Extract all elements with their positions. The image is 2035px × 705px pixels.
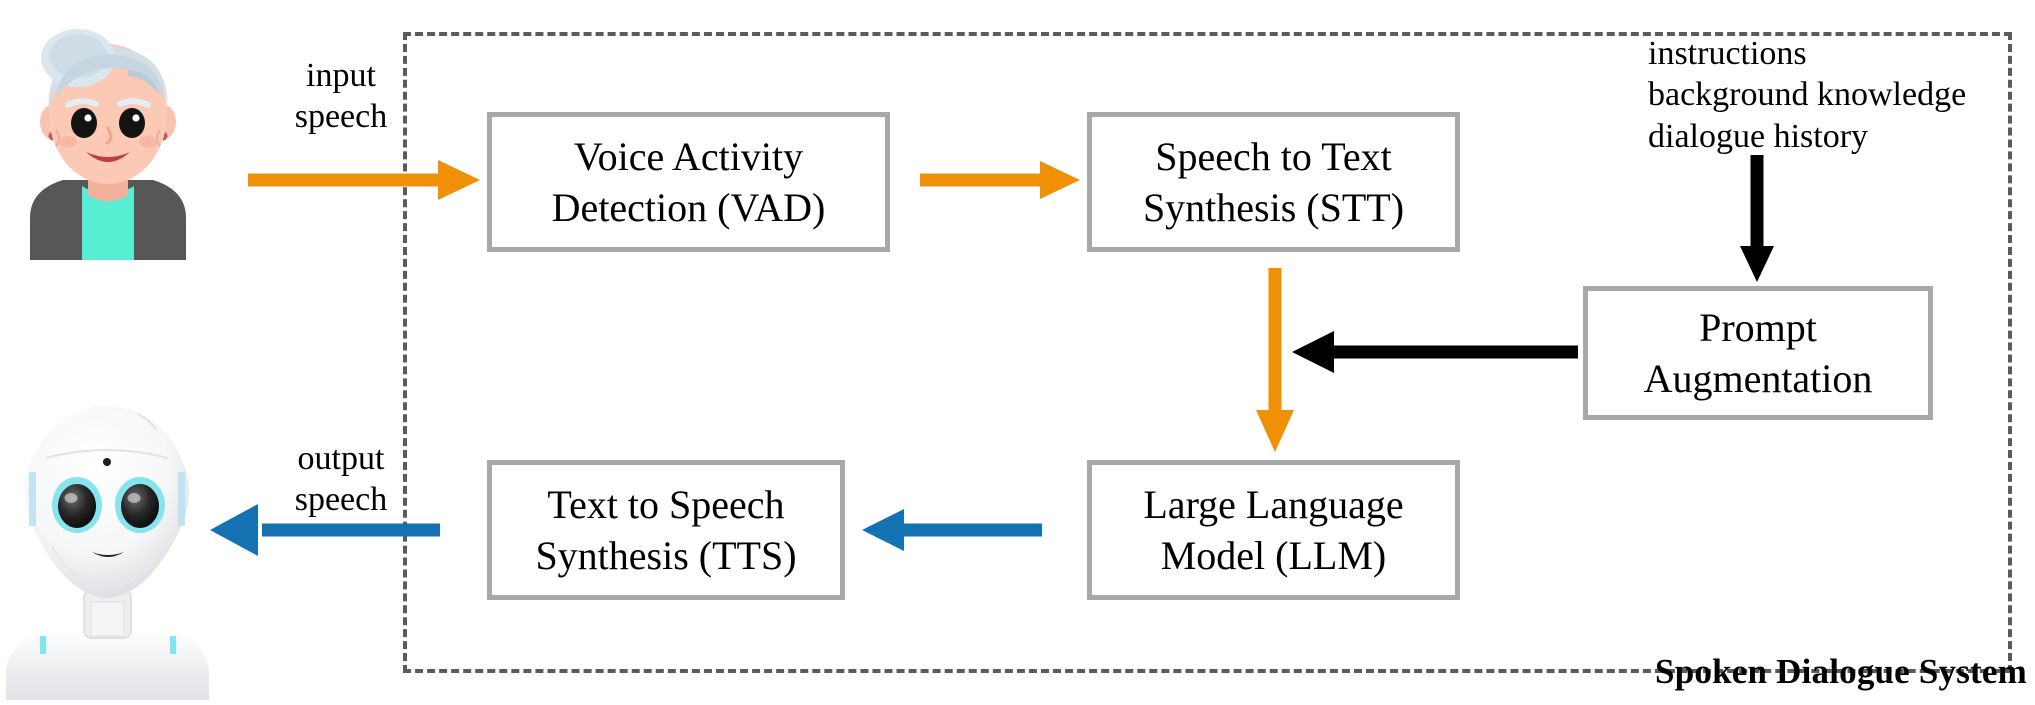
box-prompt-augmentation[interactable]: Prompt Augmentation [1583,286,1933,420]
box-vad-label: Voice Activity Detection (VAD) [544,131,834,233]
box-llm-line2: Model (LLM) [1160,533,1387,578]
box-prompt-label: Prompt Augmentation [1636,302,1881,404]
box-text-to-speech-synthesis[interactable]: Text to Speech Synthesis (TTS) [487,460,845,600]
edge-label-input-line1: input [306,57,376,94]
box-tts-label: Text to Speech Synthesis (TTS) [527,479,804,581]
spoken-dialogue-system-boundary [403,32,2012,673]
box-tts-line2: Synthesis (TTS) [535,533,797,578]
box-prompt-line1: Prompt [1699,304,1817,350]
box-llm-label: Large Language Model (LLM) [1135,479,1411,581]
edge-label-output-line1: output [297,440,385,477]
augmentation-input-instructions: instructions [1648,35,1807,72]
box-speech-to-text-synthesis[interactable]: Speech to Text Synthesis (STT) [1087,112,1460,252]
augmentation-inputs-list: instructions background knowledge dialog… [1648,33,1966,157]
augmentation-input-dialogue-history: dialogue history [1648,117,1869,155]
box-large-language-model[interactable]: Large Language Model (LLM) [1087,460,1460,600]
edge-label-input-speech: input speech [276,55,406,138]
box-stt-label: Speech to Text Synthesis (STT) [1135,131,1412,233]
box-stt-line2: Synthesis (STT) [1142,185,1405,230]
edge-label-output-speech: output speech [276,438,406,521]
pepper-robot-avatar [0,350,215,700]
edge-label-input-line2: speech [294,98,388,136]
box-voice-activity-detection[interactable]: Voice Activity Detection (VAD) [487,112,890,252]
box-vad-line1: Voice Activity [573,133,804,179]
system-boundary-caption: Spoken Dialogue System [1655,652,2027,691]
box-tts-line1: Text to Speech [547,481,785,527]
box-stt-line1: Speech to Text [1155,133,1392,179]
box-vad-line2: Detection (VAD) [551,185,826,230]
elderly-woman-avatar [8,10,208,260]
box-llm-line1: Large Language [1143,481,1404,527]
augmentation-input-background-knowledge: background knowledge [1648,76,1967,114]
edge-label-output-line2: speech [294,481,388,519]
box-prompt-line2: Augmentation [1643,356,1873,401]
